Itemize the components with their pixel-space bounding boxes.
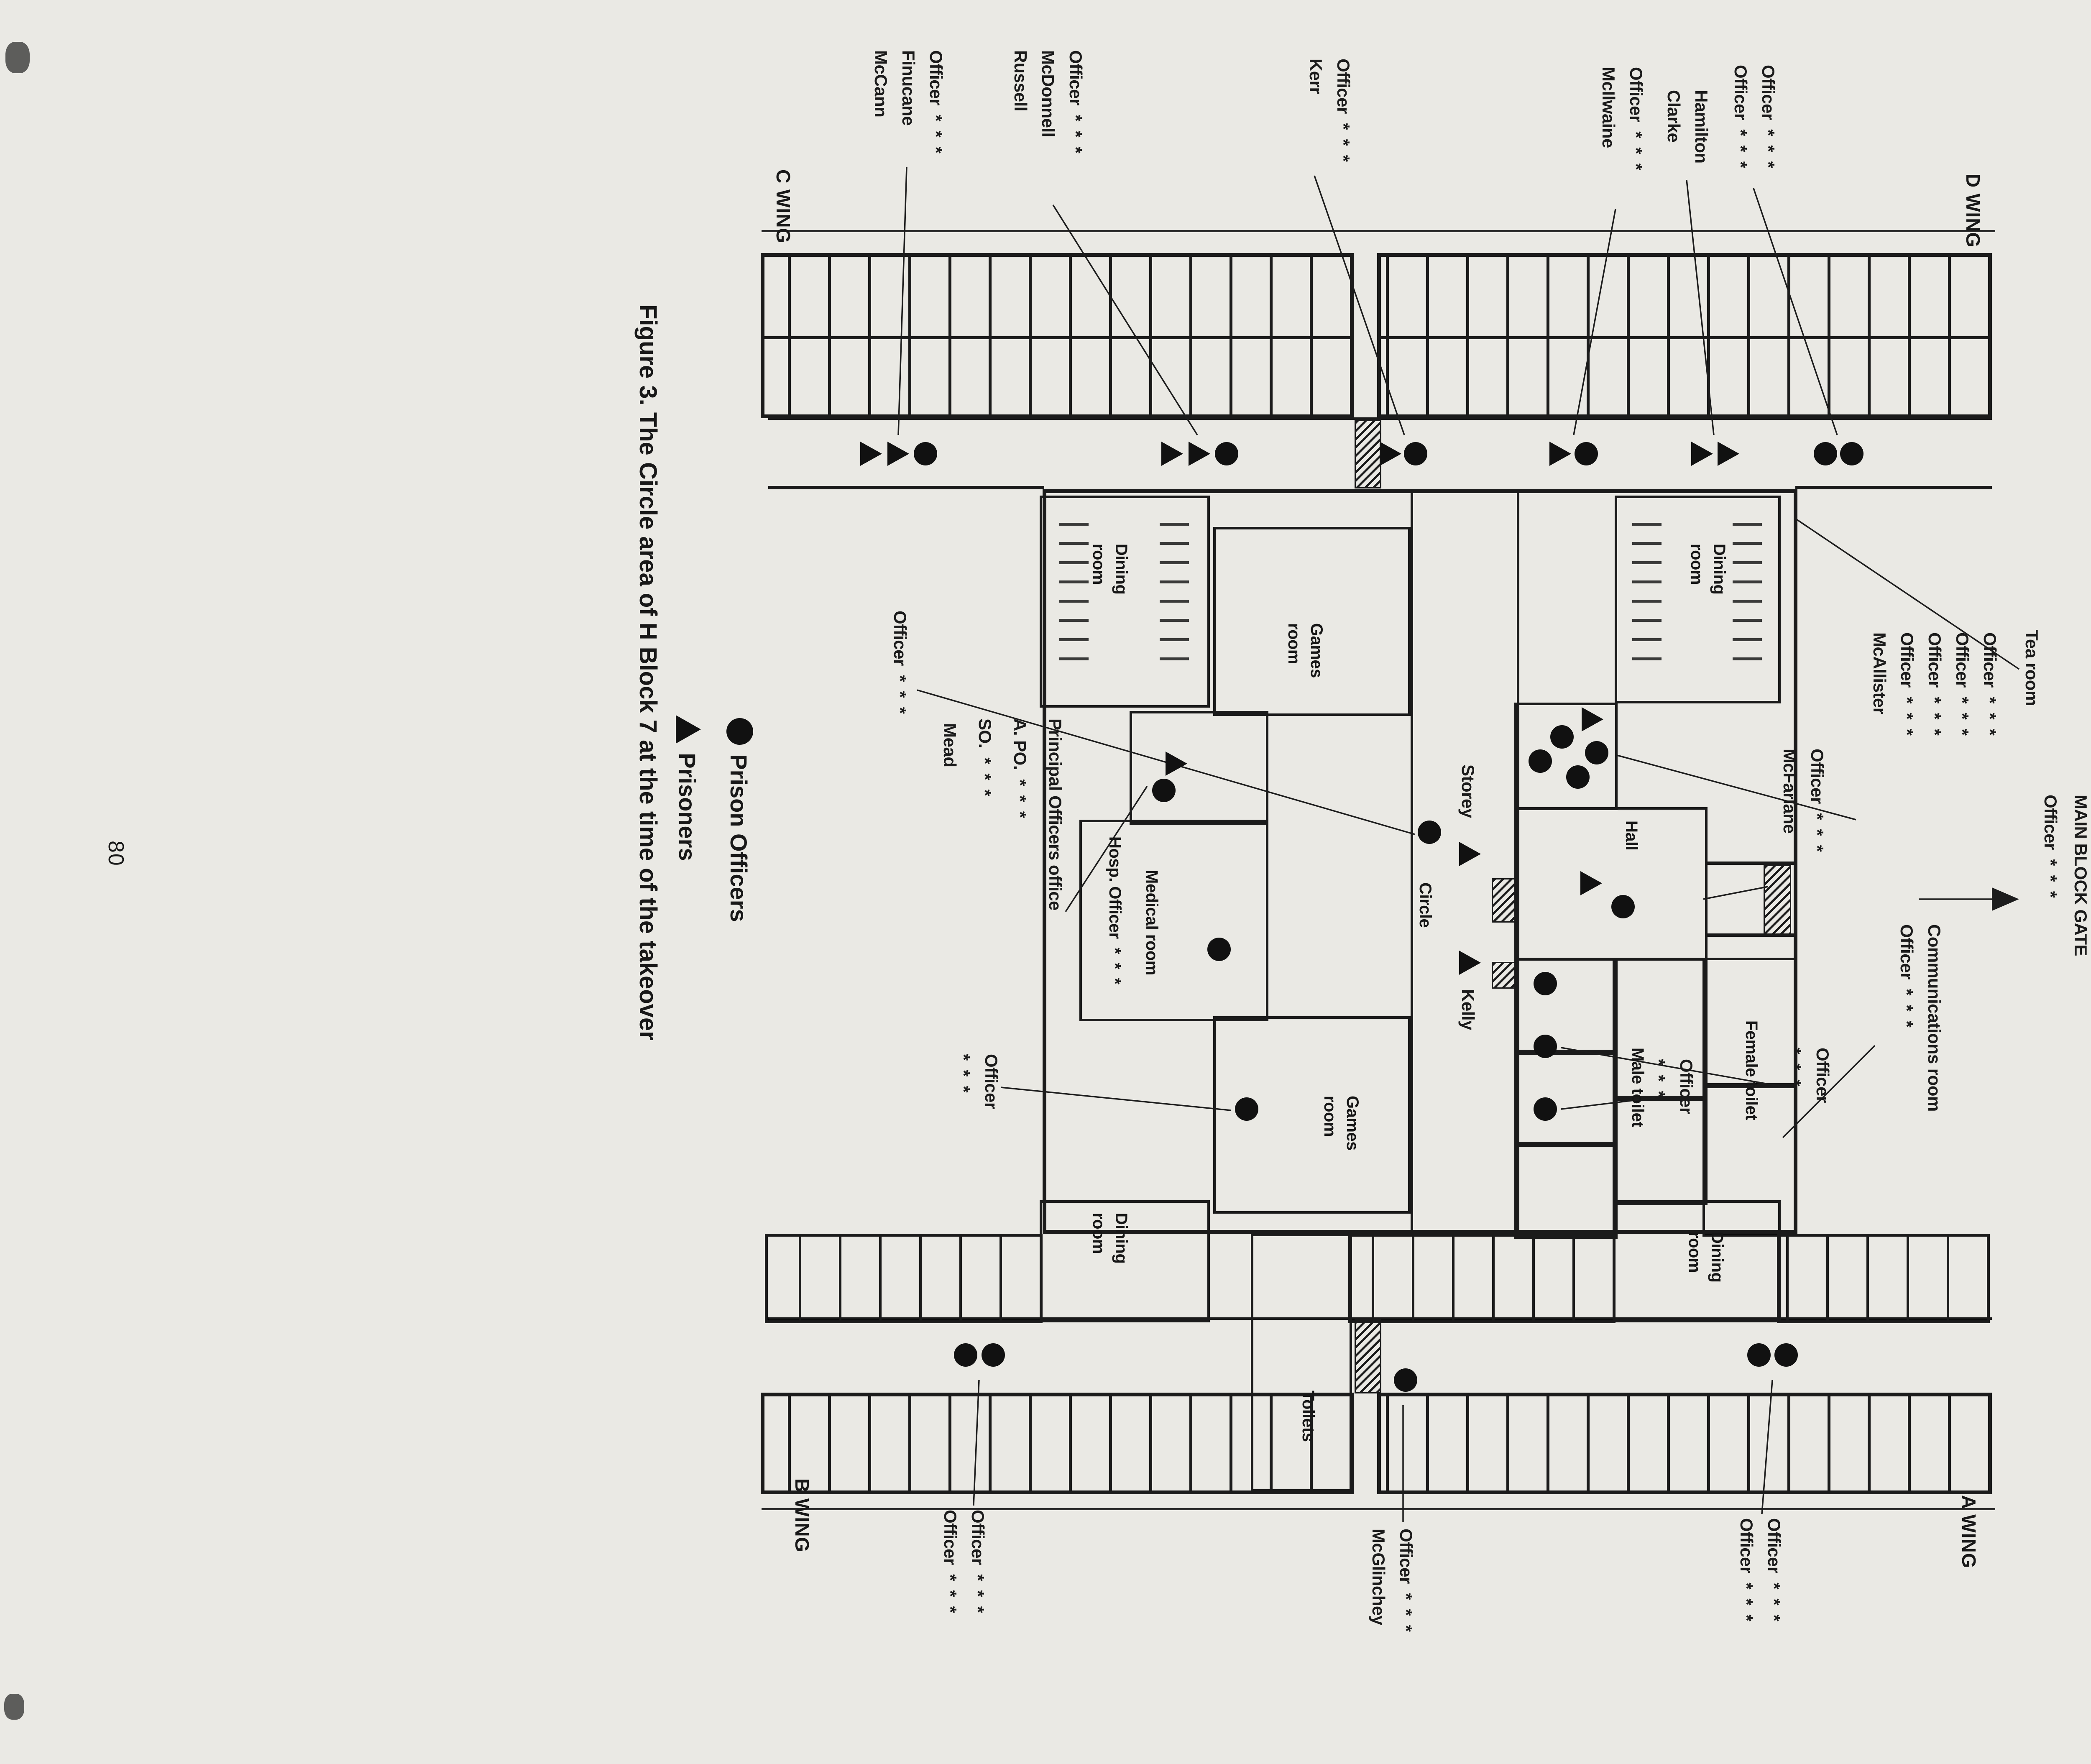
officer-marker [1534, 1097, 1557, 1121]
officer-marker [1774, 1343, 1798, 1367]
officer-marker [1566, 765, 1590, 789]
prisoner-marker [1166, 752, 1187, 776]
label-d-officer-pair: Officer * * * Officer * * * [1731, 65, 1778, 168]
dining-room-d-label: Dining room [1687, 544, 1728, 595]
figure-caption: Figure 3. The Circle area of H Block 7 a… [634, 304, 662, 1041]
hall-label: Hall [1622, 821, 1641, 851]
label-b-officer-pair: Officer * * * Officer * * * [941, 1510, 988, 1613]
officer-marker [982, 1343, 1005, 1367]
label-tea-room: Tea room [2022, 630, 2042, 706]
prisoner-marker [1380, 442, 1401, 466]
female-toilet-label: Female toilet [1742, 1020, 1761, 1120]
main-gate-arrow [1919, 887, 2019, 911]
label-communications-room: Communications room Officer * * * [1897, 924, 1944, 1112]
prisoner-marker [1691, 442, 1713, 466]
legend-prisoners-text: Prisoners [674, 753, 700, 861]
officer-marker [1611, 895, 1635, 918]
officer-marker [1394, 1368, 1417, 1392]
label-kelly: Kelly [1458, 989, 1478, 1030]
label-officer-male-toilet: Officer * * * [1649, 1059, 1696, 1114]
officer-marker [1534, 972, 1557, 995]
label-storey: Storey [1458, 764, 1478, 818]
officer-marker [1215, 442, 1238, 465]
scan-artifact-1 [5, 42, 30, 73]
wing-label-b: B WING [791, 1478, 813, 1553]
prisoner-marker [1189, 442, 1210, 466]
label-main-block-gate: MAIN BLOCK GATE Officer * * * [2041, 795, 2091, 956]
officer-marker [1534, 1035, 1557, 1058]
label-mcglinchey: Officer * * * McGlinchey [1369, 1529, 1416, 1632]
prisoner-marker [1718, 442, 1739, 466]
circle-label: Circle [1416, 882, 1434, 928]
officer-marker [1840, 442, 1863, 465]
dining-room-c-label: Dining room [1089, 544, 1130, 595]
label-a-officer-pair: Officer * * * Officer * * * [1737, 1518, 1784, 1621]
prisoner-marker [860, 442, 882, 466]
prisoner-marker [1582, 707, 1603, 731]
label-kerr: Officer * * * Kerr [1306, 59, 1353, 162]
officer-marker [1575, 442, 1598, 465]
prisoner-marker [1459, 842, 1481, 866]
scan-artifact-2 [4, 1694, 24, 1720]
officer-marker [1814, 442, 1837, 465]
label-principal-officers: Principal Officers office A. PO. * * * S… [940, 718, 1065, 910]
officer-marker [914, 442, 937, 465]
toilets-label: Toilets [1299, 1391, 1317, 1442]
label-mcilwaine: Officer * * * McIlwaine [1599, 67, 1646, 170]
hosp-officer-label: Hosp. Officer * * * [1106, 836, 1124, 984]
games-room-left-label: Games room [1285, 623, 1326, 678]
officer-marker [1235, 1097, 1258, 1121]
prisoner-marker [887, 442, 909, 466]
officer-marker [1747, 1343, 1771, 1367]
wing-label-c: C WING [772, 169, 794, 244]
officer-marker [1550, 725, 1574, 749]
page-number: 80 [104, 841, 128, 867]
label-officer-female-toilet: Officer * * * [1785, 1048, 1833, 1103]
medical-room-label: Medical room [1143, 870, 1161, 975]
officer-marker [1585, 741, 1608, 764]
wing-label-a: A WING [1958, 1495, 1980, 1569]
officer-marker [1404, 442, 1427, 465]
officer-marker [954, 1343, 977, 1367]
officer-marker [1418, 821, 1441, 844]
label-hamilton-clarke: Hamilton Clarke [1664, 90, 1711, 164]
games-room-right-label: Games room [1321, 1096, 1362, 1150]
label-mcdonnell-russell: Officer * * * McDonnell Russell [1011, 50, 1086, 153]
prisoner-marker [1580, 871, 1602, 895]
prisoner-marker [1549, 442, 1571, 466]
prisoner-marker [1161, 442, 1183, 466]
wing-label-d: D WING [1962, 174, 1984, 248]
label-bottom-officer: Officer * * * [954, 1054, 1001, 1109]
dining-room-b-label: Dining room [1089, 1213, 1130, 1264]
officer-marker [1207, 938, 1231, 961]
label-mcfarlane: Officer * * * McFarlane [1780, 749, 1827, 852]
officer-marker [1152, 779, 1176, 802]
dining-room-a-label: Dining room [1685, 1232, 1726, 1283]
prisoner-triangle-icon [676, 715, 701, 744]
label-left-officer: Officer * * * [890, 611, 910, 714]
prisoner-marker [1459, 951, 1481, 975]
label-finucane-mccann: Officer * * * Finucane McCann [871, 50, 946, 153]
label-mcallister-officers: Officer * * * Officer * * * Officer * * … [1870, 632, 2000, 736]
officer-marker [1529, 749, 1552, 773]
